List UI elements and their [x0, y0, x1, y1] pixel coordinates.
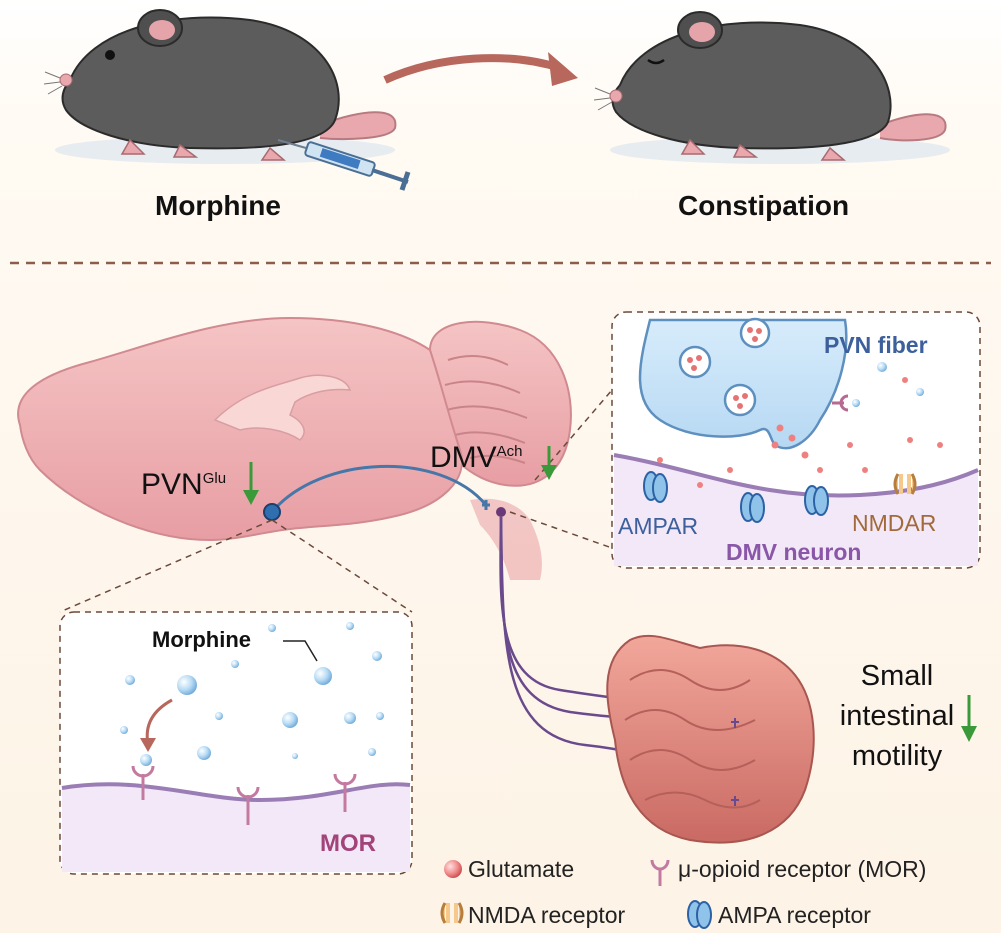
intestine-illustration	[606, 634, 815, 844]
legend-ampa-icon	[687, 900, 712, 929]
ampar-label: AMPAR	[618, 513, 699, 539]
ampa-receptor-3	[804, 485, 829, 516]
mouse-morphine-illustration	[43, 9, 397, 164]
morphine-caption: Morphine	[155, 190, 281, 221]
pvn-decrease-arrow	[243, 462, 259, 505]
legend-mor-text: μ-opioid receptor (MOR)	[678, 856, 927, 882]
morphine-inset-label: Morphine	[152, 627, 251, 652]
motility-line-2: intestinal	[839, 700, 955, 732]
dmv-neuron-label: DMV neuron	[726, 539, 862, 565]
brain-illustration	[17, 316, 572, 580]
pvn-label-text: PVN	[141, 468, 203, 501]
syringe-icon	[277, 139, 411, 191]
legend-nmda-text: NMDA receptor	[468, 902, 626, 928]
dmv-label: DMVAch	[430, 441, 523, 475]
zoom-line-mor-left	[59, 519, 273, 613]
mor-inset	[59, 611, 413, 875]
dmv-label-sup: Ach	[496, 443, 523, 460]
mor-label: MOR	[320, 830, 376, 857]
dmv-label-text: DMV	[430, 441, 497, 474]
legend-glutamate-icon	[444, 860, 462, 878]
nmda-receptor	[893, 473, 917, 495]
nmdar-label: NMDAR	[852, 510, 937, 536]
progression-arrowhead	[548, 52, 578, 86]
motility-line-1: Small	[860, 660, 934, 692]
motility-line-3: motility	[851, 740, 943, 772]
zoom-line-mor-right	[271, 519, 413, 613]
legend-glutamate-text: Glutamate	[468, 856, 575, 882]
zoom-line-synapse-bottom	[509, 511, 613, 549]
ampa-receptor-1	[643, 471, 668, 503]
legend-nmda-icon	[440, 902, 464, 924]
legend-mor-icon	[650, 859, 670, 886]
zoom-line-synapse-top	[534, 389, 613, 481]
motility-decrease-arrow	[961, 695, 977, 742]
legend-ampa-text: AMPA receptor	[718, 902, 871, 928]
ampa-receptor-2	[740, 492, 765, 523]
synapse-inset	[611, 311, 981, 569]
mouse-constipation-illustration	[593, 11, 950, 164]
pvn-label: PVNGlu	[141, 468, 226, 502]
motility-label: Small intestinal motility	[832, 656, 962, 776]
pvn-label-sup: Glu	[202, 470, 227, 487]
constipation-caption: Constipation	[678, 190, 850, 221]
dmv-decrease-arrow	[541, 446, 557, 480]
progression-arrow	[383, 54, 562, 84]
pvn-fiber-label: PVN fiber	[824, 332, 928, 358]
